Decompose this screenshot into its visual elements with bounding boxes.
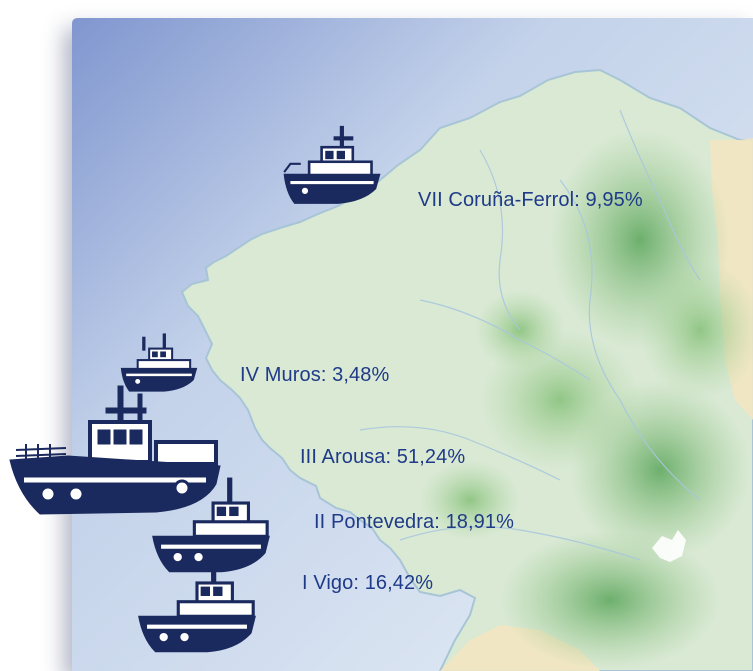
rivers — [359, 109, 701, 561]
fishing-boat-icon — [120, 333, 198, 392]
fishing-boat-icon — [9, 385, 221, 515]
zone-label-ii: II Pontevedra: 18,91% — [314, 511, 515, 533]
mountain-snow — [652, 530, 686, 562]
fishing-boat-icon — [138, 559, 256, 653]
zone-label-iv: IV Muros: 3,48% — [240, 364, 390, 386]
fishing-boat-icon — [152, 477, 270, 573]
zone-label-i: I Vigo: 16,42% — [302, 572, 434, 594]
zone-label-vii: VII Coruña-Ferrol: 9,95% — [418, 189, 643, 211]
fishing-boat-icon — [283, 125, 381, 204]
zone-label-iii: III Arousa: 51,24% — [300, 446, 466, 468]
